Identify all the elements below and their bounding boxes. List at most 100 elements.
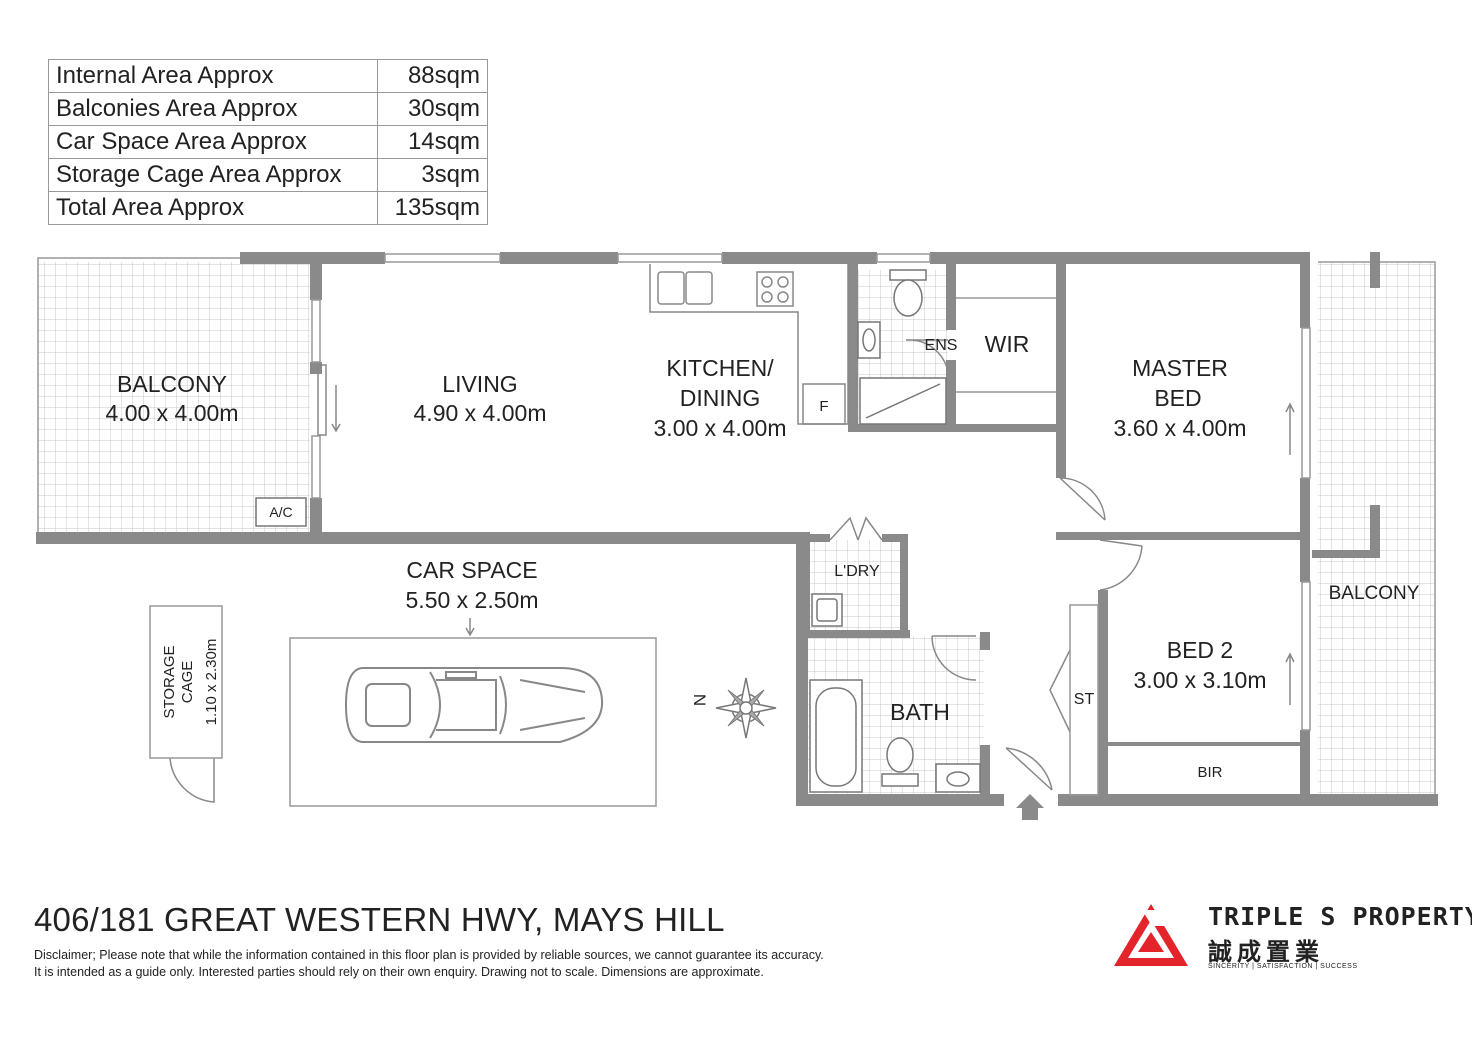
area-label: Balconies Area Approx: [47, 92, 379, 126]
wir-west-wall: [946, 262, 956, 330]
car-icon: [344, 667, 604, 743]
laundry-name: L'DRY: [834, 563, 880, 580]
north-wall-east: [722, 252, 877, 264]
laundry-fixtures: [811, 593, 843, 627]
bath-toilet-bowl: [886, 737, 914, 773]
bathtub-inner: [815, 687, 857, 787]
sliding-arrow-bed2: [1285, 652, 1295, 705]
car-detail: [519, 679, 586, 693]
kitchen-sink-right: [685, 271, 713, 305]
window-living-north: [384, 253, 501, 263]
bir-top-line: [1106, 742, 1306, 746]
car-seat: [365, 683, 411, 727]
walls: [36, 252, 1438, 806]
disclaimer-line: It is intended as a guide only. Interest…: [34, 965, 764, 979]
car-detail: [519, 717, 586, 731]
area-value: 88sqm: [377, 59, 488, 93]
kitchen-size: 3.00 x 4.00m: [654, 415, 787, 441]
master-east-wall-low: [1300, 478, 1310, 540]
balcony-west-outline: [37, 257, 240, 536]
living-west-wall-top: [310, 262, 322, 300]
storage-cage-name-line2: CAGE: [179, 661, 196, 704]
window-living-west-b: [311, 435, 321, 499]
car-space: [289, 618, 657, 807]
door-laundry: [829, 516, 883, 541]
wir-west-wall-low: [946, 360, 956, 430]
cooktop-burner: [777, 276, 789, 288]
kitchen-name-line1: KITCHEN/: [666, 355, 774, 381]
ensuite-toilet-bowl: [893, 279, 923, 317]
bed2-east-wall-low: [1300, 730, 1310, 800]
car-windscreen: [429, 671, 441, 739]
logo-core-triangle: [1138, 932, 1164, 952]
kitchen-sink-left: [657, 271, 685, 305]
master-west-wall: [1056, 262, 1066, 478]
car-body: [344, 667, 604, 743]
laundry-north-wall-w: [808, 534, 830, 542]
east-balcony-ledge: [1312, 550, 1380, 558]
balcony-west-tiles: [38, 262, 310, 532]
cooktop: [756, 271, 794, 307]
compass-north-label: N: [690, 694, 709, 706]
bed2-size: 3.00 x 3.10m: [1134, 667, 1267, 693]
bath-name: BATH: [890, 699, 950, 725]
kitchen-name-line2: DINING: [680, 385, 761, 411]
door-bath: [931, 635, 977, 681]
car-space-name: CAR SPACE: [406, 557, 537, 583]
bench-outline: [649, 264, 849, 425]
kitchen-bench: [649, 264, 849, 425]
master-south-wall: [1056, 532, 1306, 540]
brand-tagline: SINCERITY | SATISFACTION | SUCCESS: [1208, 963, 1358, 970]
window-kitchen-north: [617, 253, 723, 263]
living-west-wall-bottom: [310, 498, 322, 538]
living-size: 4.90 x 4.00m: [414, 400, 547, 426]
bed2-east-wall: [1300, 540, 1310, 582]
bath-toilet-cistern: [881, 773, 919, 787]
fridge-space: [802, 383, 846, 425]
north-wall-west: [240, 252, 385, 264]
compass-icon: [715, 677, 777, 739]
cooktop-burner: [761, 276, 773, 288]
master-size: 3.60 x 4.00m: [1114, 415, 1247, 441]
room-labels: BALCONY 4.00 x 4.00m LIVING 4.90 x 4.00m…: [106, 331, 1420, 781]
sliding-arrow-master: [1285, 402, 1295, 455]
property-address: 406/181 GREAT WESTERN HWY, MAYS HILL: [34, 901, 725, 938]
store-cupboard: [1069, 604, 1099, 796]
wir-shelves: [956, 297, 1056, 393]
bath-east-wall-low: [980, 745, 990, 805]
triple-s-logo-icon: [1114, 904, 1188, 966]
cooktop-burner: [761, 291, 773, 303]
bed2-west-wall: [1098, 590, 1108, 806]
brand-chinese-name: 誠成置業: [1208, 939, 1324, 966]
car-space-arrow: [465, 618, 475, 637]
laundry-tub-bowl: [816, 598, 838, 622]
fridge-label: F: [819, 398, 828, 415]
disclaimer-line: Disclaimer; Please note that while the i…: [34, 948, 824, 962]
car-mirror: [445, 671, 477, 679]
windows: [311, 253, 1311, 731]
doors: [169, 339, 1295, 803]
master-name-line2: BED: [1154, 385, 1201, 411]
window-bed2-east: [1301, 581, 1311, 731]
bath-east-wall: [980, 632, 990, 650]
disclaimer: Disclaimer; Please note that while the i…: [34, 947, 894, 981]
master-name-line1: MASTER: [1132, 355, 1228, 381]
door-master: [1059, 477, 1106, 521]
storage-cage-outline: [149, 605, 223, 759]
ensuite-shower-screen: [865, 383, 941, 419]
ac-unit: [255, 497, 307, 527]
area-value: 135sqm: [377, 191, 488, 225]
laundry-east-wall: [900, 540, 908, 636]
laundry-north-wall-e: [882, 534, 908, 542]
door-bed2: [1099, 539, 1143, 591]
storage-cage-name-line1: STORAGE: [161, 645, 178, 718]
bath-fixtures: [809, 679, 981, 793]
area-value: 3sqm: [377, 158, 488, 192]
bath-south-wall: [796, 794, 1004, 806]
bir-name: BIR: [1197, 764, 1222, 781]
south-wall-kitchen: [796, 532, 810, 632]
cooktop-burner: [777, 291, 789, 303]
